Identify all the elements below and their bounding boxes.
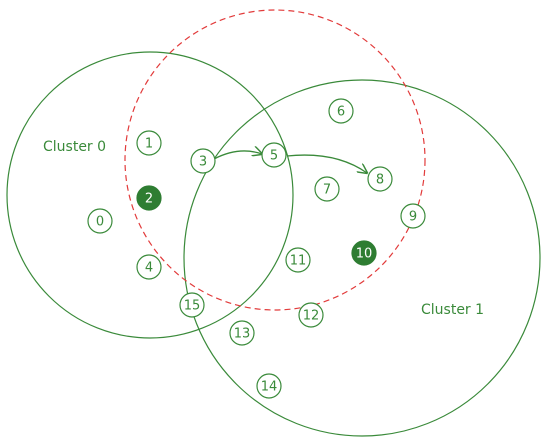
node-2: 2 [136,185,162,211]
node-1: 1 [136,130,162,156]
node-circle [136,130,162,156]
node-14: 14 [256,373,282,399]
node-label: 1 [145,137,153,152]
node-circle [190,148,216,174]
node-label: 14 [261,380,278,395]
node-label: 6 [337,105,345,120]
node-4: 4 [136,254,162,280]
node-circle [229,320,255,346]
node-circle [136,185,162,211]
node-13: 13 [229,320,255,346]
node-7: 7 [314,176,340,202]
dashed-region-boundary [124,9,426,311]
node-15: 15 [179,292,205,318]
node-10: 10 [351,240,377,266]
node-label: 11 [290,254,307,269]
arrow-5-to-8 [286,154,367,173]
node-circle [136,254,162,280]
node-label: 7 [323,183,331,198]
node-circle [328,98,354,124]
node-circle [367,166,393,192]
node-label: 3 [199,155,207,170]
node-label: 8 [376,173,384,188]
node-circle [400,203,426,229]
cluster-1-boundary [183,79,541,437]
node-circle [87,208,113,234]
node-8: 8 [367,166,393,192]
cluster-0-boundary [6,51,294,339]
node-label: 13 [234,327,251,342]
node-circle [179,292,205,318]
node-11: 11 [285,247,311,273]
node-circle [285,247,311,273]
node-label: 15 [184,299,201,314]
node-label: 4 [145,261,153,276]
node-label: 10 [356,247,373,262]
node-5: 5 [261,142,287,168]
arrow-3-to-5 [213,151,262,160]
node-9: 9 [400,203,426,229]
node-6: 6 [328,98,354,124]
node-circle [256,373,282,399]
node-3: 3 [190,148,216,174]
node-circle [314,176,340,202]
node-label: 9 [409,210,417,225]
node-circle [351,240,377,266]
node-label: 0 [96,215,104,230]
node-label: 12 [303,309,320,324]
node-0: 0 [87,208,113,234]
node-label: 5 [270,149,278,164]
cluster-1-label: Cluster 1 [421,302,484,318]
node-circle [298,302,324,328]
node-12: 12 [298,302,324,328]
node-circle [261,142,287,168]
node-label: 2 [145,192,153,207]
cluster-0-label: Cluster 0 [43,139,106,155]
